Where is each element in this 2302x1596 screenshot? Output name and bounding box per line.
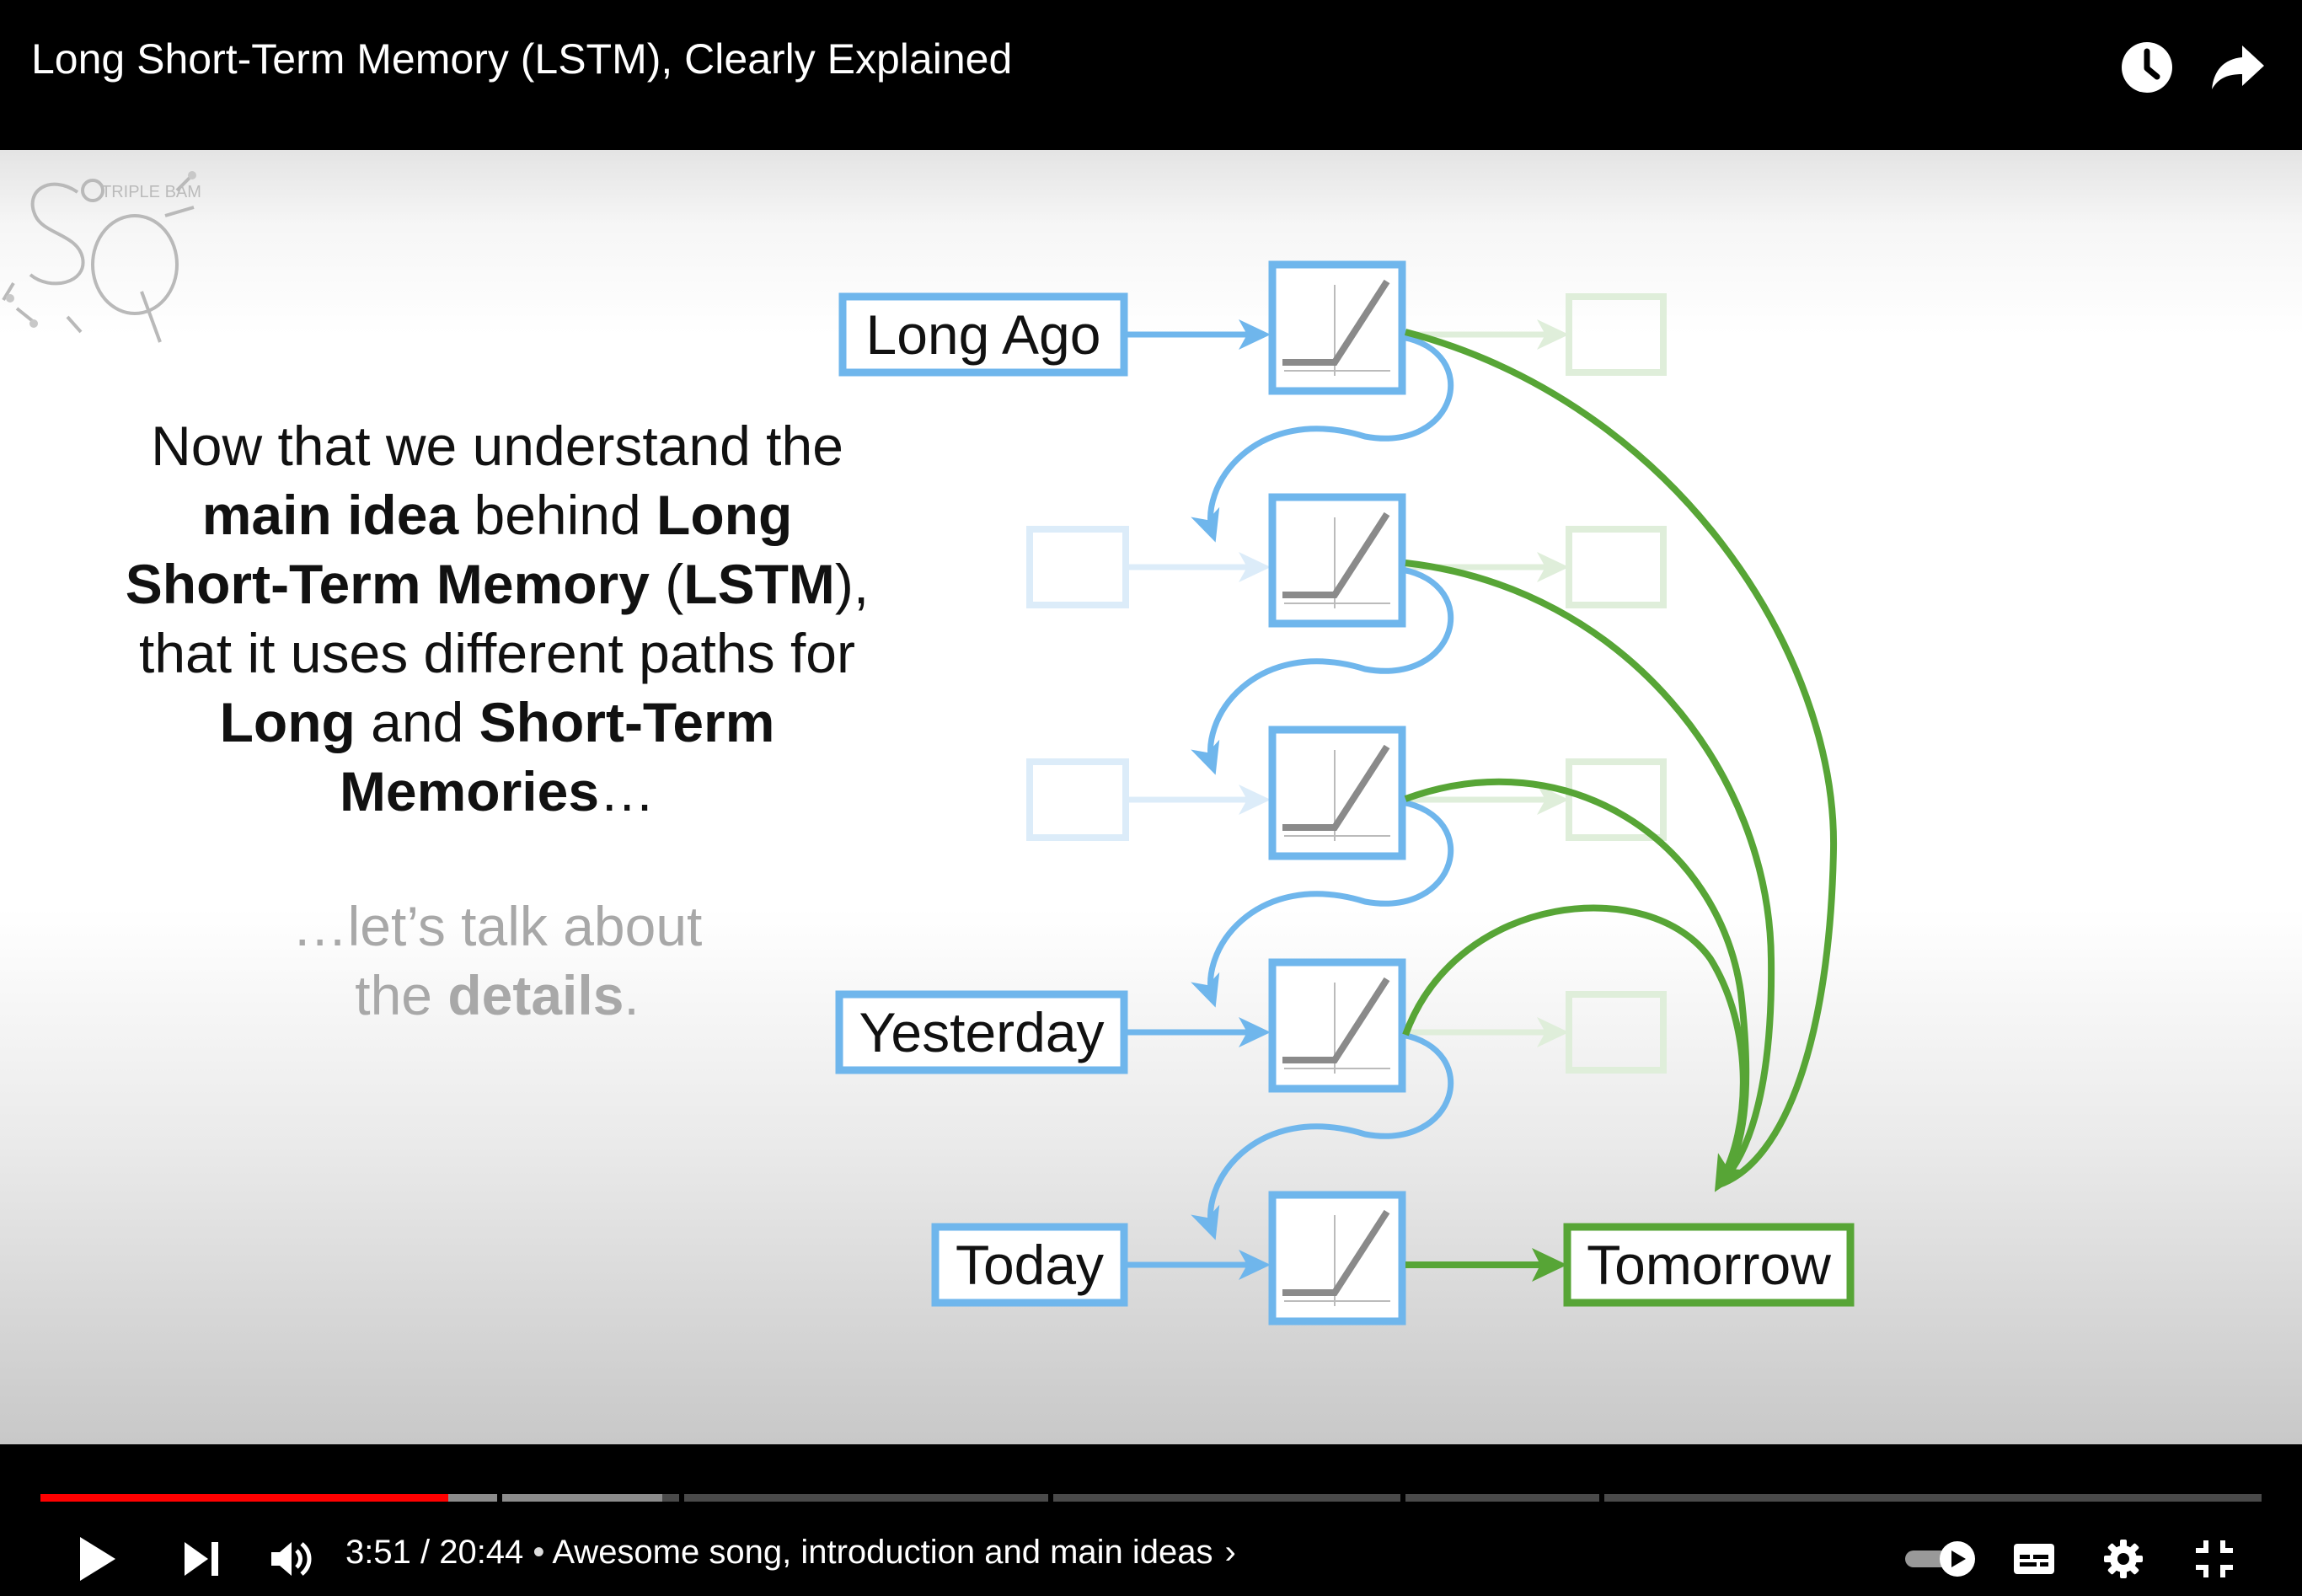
label-long-ago: Long Ago [866, 303, 1101, 366]
lstm-unit-3 [1268, 726, 1406, 860]
label-today: Today [956, 1234, 1104, 1296]
chapter-segment-3[interactable] [684, 1494, 1048, 1502]
video-title[interactable]: Long Short-Term Memory (LSTM), Clearly E… [31, 35, 1013, 83]
duration: 20:44 [439, 1534, 524, 1571]
statquest-logo: TRIPLE BAM [2, 171, 201, 343]
faded-input-box-2 [1026, 526, 1129, 608]
sub-text-line-1: …let’s talk about [292, 895, 703, 957]
autoplay-toggle-icon [1905, 1541, 1975, 1577]
volume-icon [271, 1542, 312, 1576]
main-text-line-4: that it uses different paths for [139, 622, 855, 684]
share-icon [2212, 46, 2264, 89]
svg-text:TRIPLE BAM: TRIPLE BAM [101, 183, 201, 201]
main-text-line-1: Now that we understand the [151, 415, 843, 477]
current-time: 3:51 [345, 1534, 411, 1571]
watch-later-button[interactable] [2113, 34, 2181, 101]
main-text-line-3: Short-Term Memory (LSTM), [125, 553, 870, 615]
main-text-line-2: main idea behind Long [201, 484, 793, 546]
watch-later-icon [2122, 42, 2172, 93]
label-tomorrow: Tomorrow [1587, 1234, 1831, 1296]
share-button[interactable] [2204, 34, 2272, 101]
video-frame[interactable]: TRIPLE BAM Now that we understand the ma… [0, 150, 2302, 1444]
chapter-separator: • [523, 1534, 553, 1571]
main-text-line-6: Memories… [339, 760, 656, 822]
slide-main-text: Now that we understand the main idea beh… [67, 411, 927, 826]
next-button[interactable] [165, 1522, 239, 1596]
exit-fullscreen-icon [2196, 1540, 2233, 1577]
play-button[interactable] [61, 1522, 135, 1596]
input-today: Today [931, 1223, 1128, 1307]
subtitles-button[interactable] [1997, 1522, 2071, 1596]
output-tomorrow: Tomorrow [1563, 1223, 1855, 1307]
faded-input-box-3 [1026, 758, 1129, 841]
time-separator: / [410, 1534, 440, 1571]
chapter-chevron-icon[interactable]: › [1224, 1534, 1236, 1571]
long-term-connections [1402, 329, 1838, 1192]
buffer-fill-2 [502, 1494, 662, 1502]
lstm-unit-1 [1268, 260, 1406, 395]
slide-sub-text: …let’s talk about the details. [202, 892, 792, 1030]
chapter-segment-4[interactable] [1053, 1494, 1400, 1502]
input-yesterday: Yesterday [835, 990, 1128, 1074]
sub-text-line-2: the details. [355, 964, 640, 1026]
settings-button[interactable] [2086, 1522, 2160, 1596]
input-long-ago: Long Ago [838, 292, 1128, 377]
exit-fullscreen-button[interactable] [2177, 1522, 2251, 1596]
chapter-title[interactable]: Awesome song, introduction and main idea… [552, 1534, 1213, 1571]
next-icon [185, 1542, 218, 1576]
lstm-unit-5 [1268, 1191, 1406, 1326]
recurrent-connections [1191, 334, 1454, 1240]
volume-button[interactable] [254, 1522, 329, 1596]
player-controls: 3:51 / 20:44 • Awesome song, introductio… [0, 1444, 2302, 1594]
played-fill [40, 1494, 448, 1502]
chapter-segment-5[interactable] [1405, 1494, 1599, 1502]
lstm-units [1268, 260, 1406, 1326]
lstm-unit-2 [1268, 493, 1406, 628]
settings-icon [2104, 1540, 2143, 1578]
title-bar: Long Short-Term Memory (LSTM), Clearly E… [0, 0, 2302, 150]
buffer-fill-1 [448, 1494, 497, 1502]
autoplay-toggle[interactable] [1903, 1522, 1980, 1596]
lstm-unit-4 [1268, 958, 1406, 1093]
chapter-segment-6[interactable] [1604, 1494, 2262, 1502]
play-icon [80, 1537, 115, 1581]
subtitles-icon [2014, 1544, 2054, 1574]
label-yesterday: Yesterday [859, 1001, 1104, 1063]
lstm-diagram: Long Ago Yesterday Today [835, 260, 1855, 1326]
main-text-line-5: Long and Short-Term [219, 691, 775, 753]
time-display: 3:51 / 20:44 • Awesome song, introductio… [345, 1530, 1236, 1574]
